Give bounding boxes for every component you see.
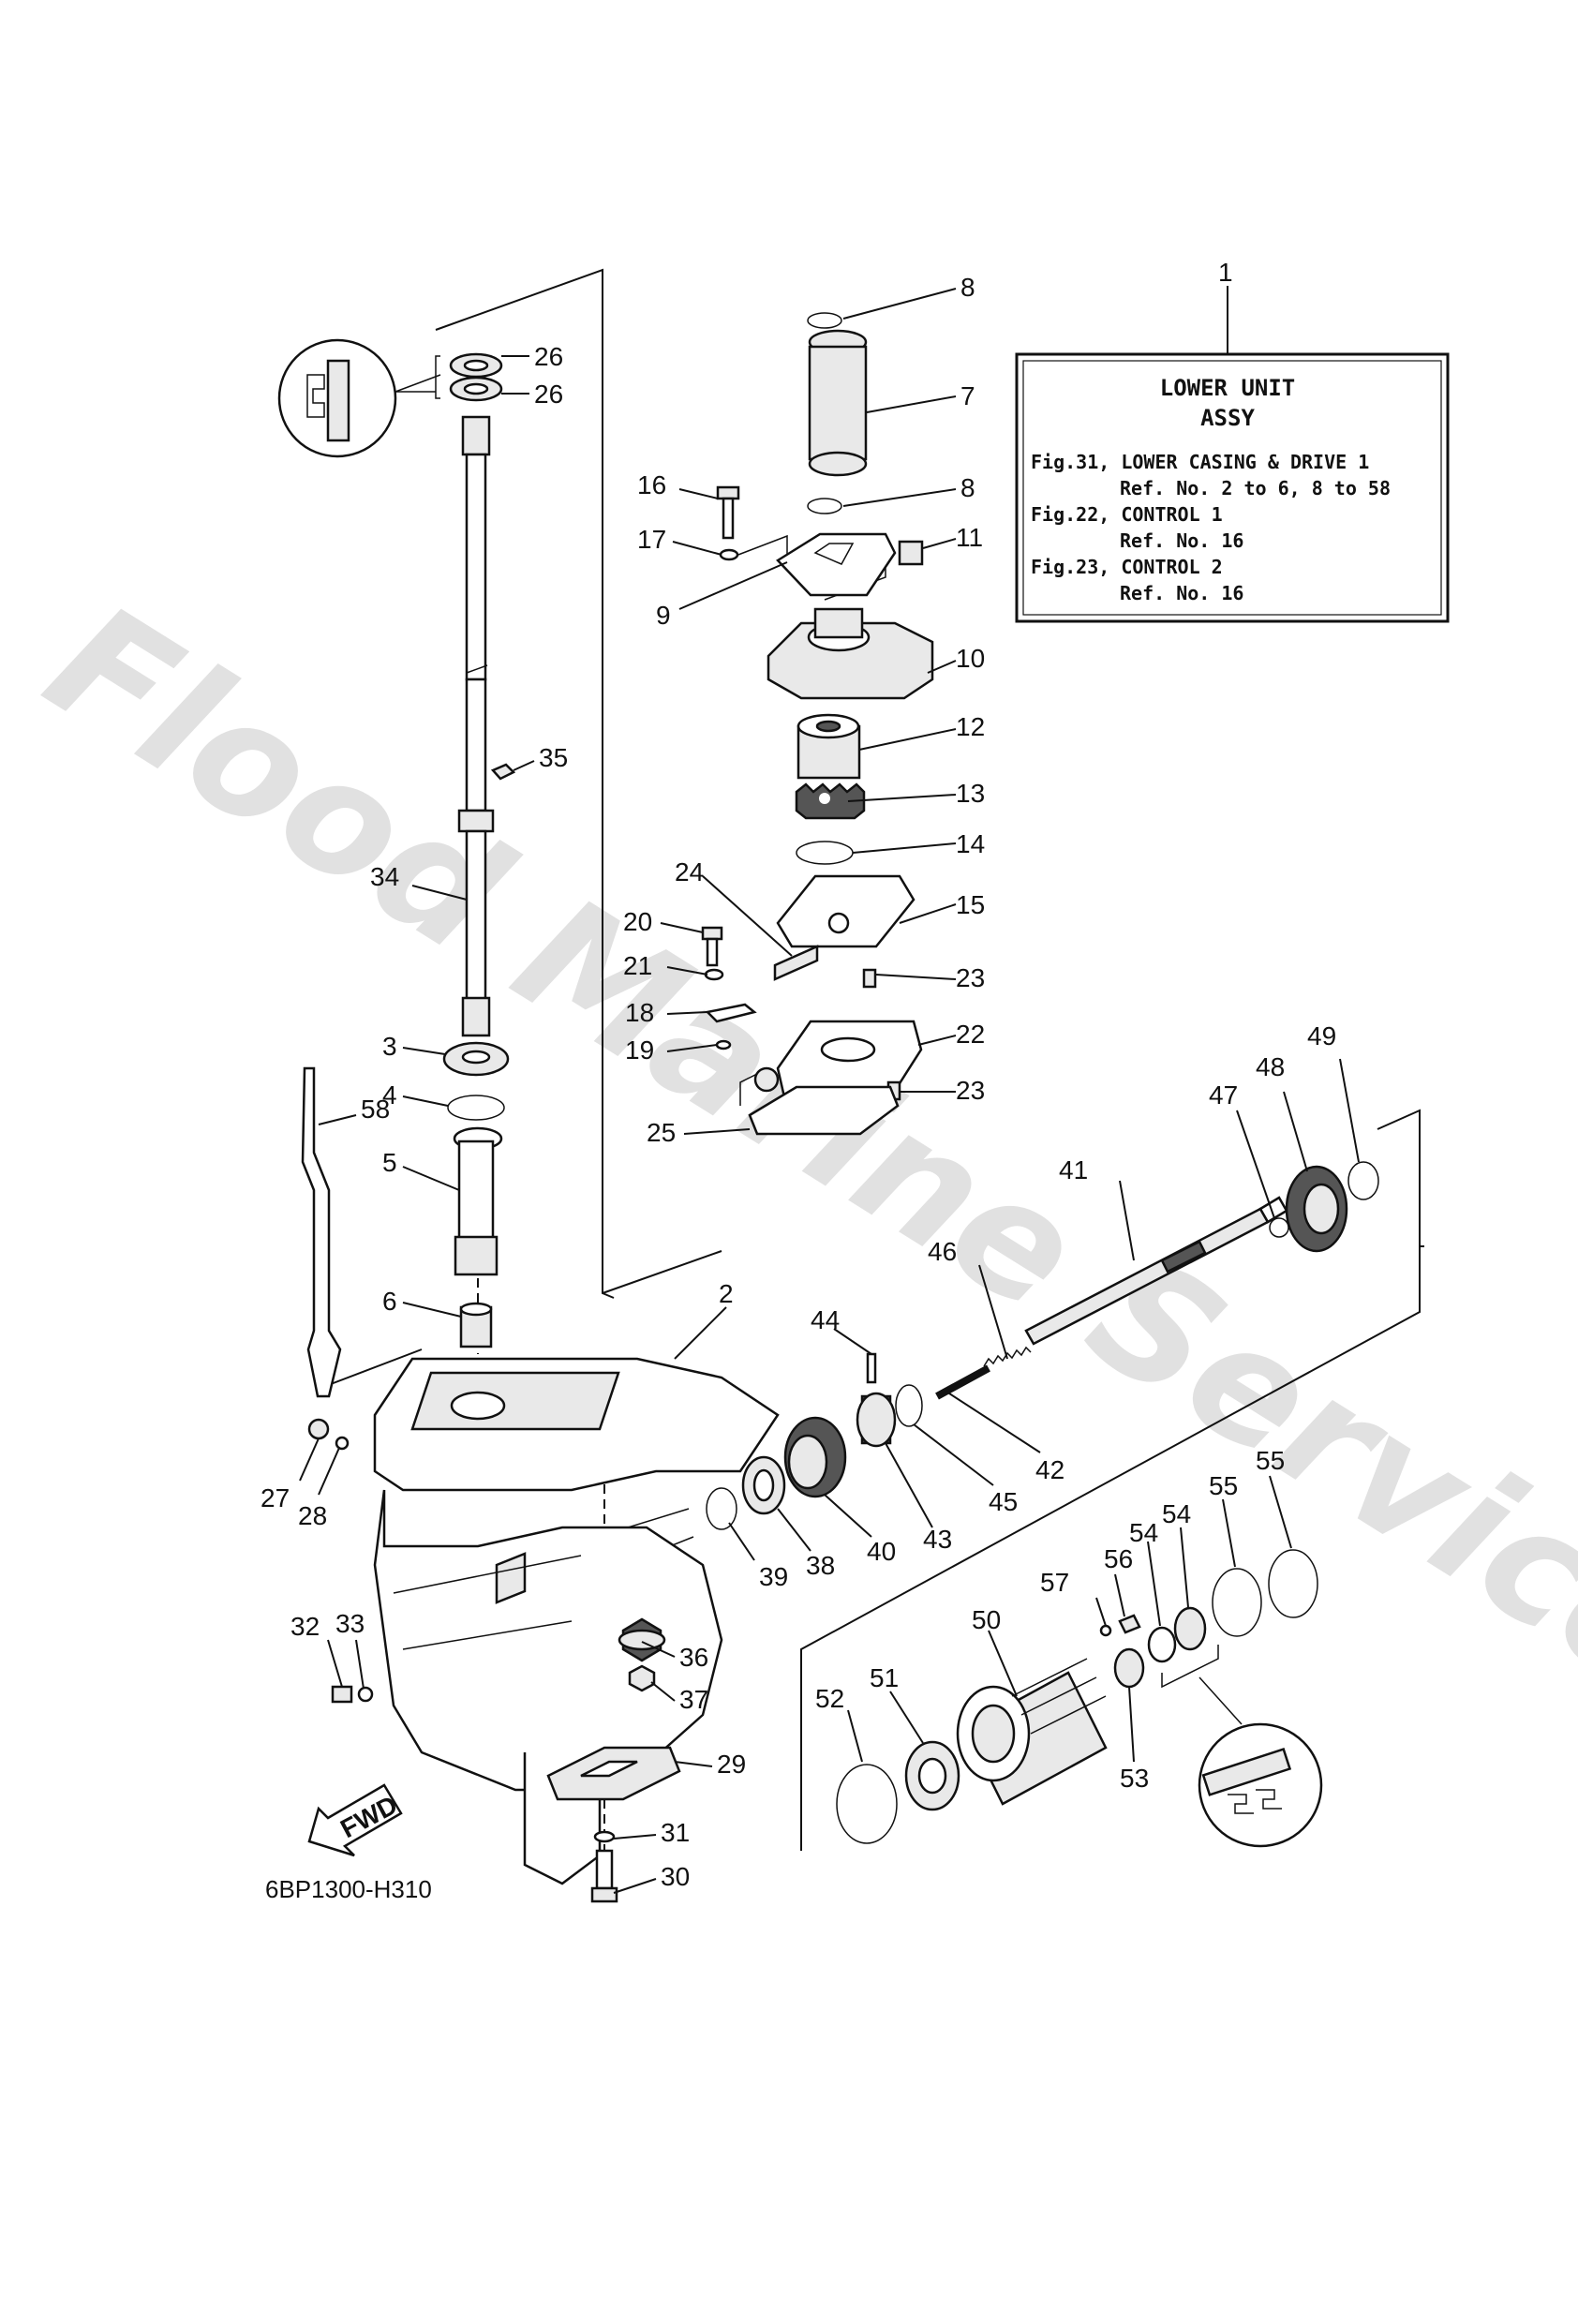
callout-21: 21	[623, 951, 652, 980]
callout-42: 42	[1035, 1455, 1064, 1484]
ref-title-1: LOWER UNIT	[1160, 375, 1296, 401]
callout-19: 19	[625, 1035, 654, 1065]
callout-33: 33	[335, 1609, 365, 1638]
callout-23b: 23	[956, 1076, 985, 1105]
callout-56: 56	[1104, 1544, 1133, 1573]
callout-4: 4	[382, 1080, 397, 1110]
callout-32: 32	[290, 1612, 320, 1641]
callout-5: 5	[382, 1148, 397, 1177]
callout-labels: 1 2 3 4 5 6 7 8 8 9 10 11 12 13 14 15 16…	[261, 258, 1336, 1891]
callout-13: 13	[956, 779, 985, 808]
reference-box: LOWER UNIT ASSY Fig.31, LOWER CASING & D…	[1015, 352, 1450, 623]
callout-18: 18	[625, 998, 654, 1027]
pinion-group	[618, 1617, 666, 1692]
ref-title-2: ASSY	[1200, 405, 1255, 431]
callout-10: 10	[956, 644, 985, 673]
ref-line-5: Ref. No. 16	[1120, 582, 1243, 604]
water-pump-group	[701, 312, 934, 1136]
ref-line-4: Fig.23, CONTROL 2	[1031, 556, 1223, 578]
callout-35: 35	[539, 743, 568, 772]
callout-2: 2	[719, 1279, 734, 1308]
callout-1: 1	[1218, 258, 1233, 287]
callout-37: 37	[679, 1685, 708, 1714]
callout-16: 16	[637, 470, 666, 499]
ref-line-2: Fig.22, CONTROL 1	[1031, 503, 1223, 526]
callout-54b: 54	[1162, 1499, 1191, 1528]
callout-47: 47	[1209, 1080, 1238, 1110]
callout-7: 7	[960, 381, 975, 410]
callout-44: 44	[811, 1305, 840, 1334]
callout-14: 14	[956, 829, 985, 858]
drive-shaft-assembly	[277, 338, 516, 1398]
callout-6: 6	[382, 1287, 397, 1316]
ref-line-3: Ref. No. 16	[1120, 529, 1243, 552]
callout-41: 41	[1059, 1155, 1088, 1184]
callout-53: 53	[1120, 1764, 1149, 1793]
callout-26b: 26	[534, 380, 563, 409]
callout-11: 11	[956, 523, 983, 552]
callout-49: 49	[1307, 1021, 1336, 1050]
propeller-shaft-group	[1024, 1161, 1379, 1346]
callout-51: 51	[870, 1663, 899, 1692]
ref-line-1: Ref. No. 2 to 6, 8 to 58	[1120, 477, 1391, 499]
shaft-housing-group	[836, 1549, 1323, 1848]
figure-code: 6BP1300-H310	[265, 1875, 432, 1903]
callout-54a: 54	[1129, 1518, 1158, 1547]
callout-24: 24	[675, 857, 704, 886]
callout-39: 39	[759, 1562, 788, 1591]
lower-casing	[307, 1357, 780, 1885]
anode-group	[546, 1746, 681, 1903]
callout-38: 38	[806, 1551, 835, 1580]
callout-36: 36	[679, 1643, 708, 1672]
callout-8b: 8	[960, 473, 975, 502]
callout-55a: 55	[1209, 1471, 1238, 1500]
callout-57: 57	[1040, 1568, 1069, 1597]
callout-50: 50	[972, 1605, 1001, 1634]
callout-31: 31	[661, 1818, 690, 1847]
callout-3: 3	[382, 1032, 397, 1061]
leader-lines	[299, 286, 1360, 1894]
forward-gear-group	[706, 1346, 1032, 1530]
callout-22: 22	[956, 1020, 985, 1049]
forward-direction-arrow: FWD	[307, 1783, 403, 1857]
callout-23a: 23	[956, 963, 985, 992]
callout-26a: 26	[534, 342, 563, 371]
callout-29: 29	[717, 1750, 746, 1779]
callout-46: 46	[928, 1237, 957, 1266]
callout-45: 45	[989, 1487, 1018, 1516]
callout-34: 34	[370, 862, 399, 891]
callout-58: 58	[361, 1095, 390, 1124]
detail-circle-seal	[1198, 1722, 1323, 1848]
callout-55b: 55	[1256, 1446, 1285, 1475]
callout-52: 52	[815, 1684, 844, 1713]
callout-30: 30	[661, 1862, 690, 1891]
callout-8a: 8	[960, 273, 975, 302]
ref-line-0: Fig.31, LOWER CASING & DRIVE 1	[1031, 451, 1369, 473]
callout-17: 17	[637, 525, 666, 554]
callout-25: 25	[647, 1118, 676, 1147]
callout-12: 12	[956, 712, 985, 741]
callout-27: 27	[261, 1483, 290, 1512]
callout-15: 15	[956, 890, 985, 919]
callout-9: 9	[656, 601, 671, 630]
callout-20: 20	[623, 907, 652, 936]
callout-40: 40	[867, 1537, 896, 1566]
callout-28: 28	[298, 1501, 327, 1530]
callout-48: 48	[1256, 1052, 1285, 1081]
callout-43: 43	[923, 1525, 952, 1554]
